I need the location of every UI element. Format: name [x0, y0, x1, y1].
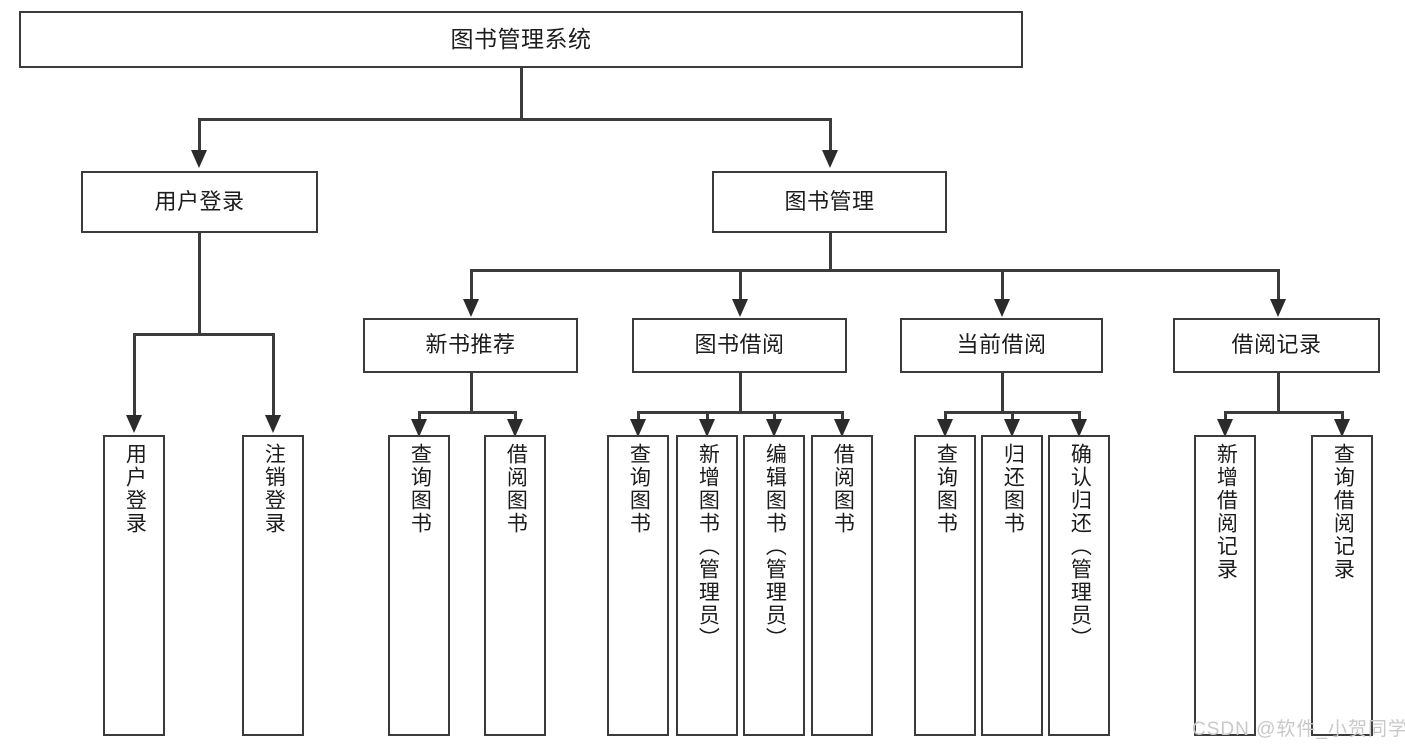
leaf-query-book-rec[interactable]: 查询图书 [388, 435, 450, 736]
node-book-borrowing[interactable]: 图书借阅 [632, 318, 847, 373]
node-user-login[interactable]: 用户登录 [81, 171, 318, 233]
node-label: 新书推荐 [425, 332, 516, 358]
arrow-down-icon [1004, 419, 1020, 437]
node-label: 查询图书 [408, 443, 432, 535]
node-borrowing-record[interactable]: 借阅记录 [1173, 318, 1380, 373]
edge-drop-current-borrow [1001, 269, 1004, 303]
leaf-add-borrow-record[interactable]: 新增借阅记录 [1194, 435, 1256, 736]
node-label: 新增图书（管理员） [696, 443, 720, 650]
edge-drop-leaf [1341, 411, 1344, 424]
edge-drop-leaf [944, 411, 947, 424]
arrow-down-icon [507, 419, 523, 437]
edge-new-book-rec-stem [470, 373, 473, 413]
node-label: 图书借阅 [694, 332, 785, 358]
edge-drop-leaf [514, 411, 517, 424]
node-label: 归还图书 [1001, 443, 1025, 535]
node-label: 查询图书 [627, 443, 651, 535]
node-label: 用户登录 [123, 443, 147, 535]
node-label: 新增借阅记录 [1214, 443, 1238, 581]
edge-drop-user-login [198, 118, 201, 154]
node-label: 图书管理系统 [450, 25, 592, 52]
arrow-down-icon [937, 419, 953, 437]
edge-drop-leaf [418, 411, 421, 424]
edge-drop-book-management [829, 118, 832, 154]
leaf-edit-book-admin[interactable]: 编辑图书（管理员） [743, 435, 805, 736]
arrow-down-icon [822, 150, 838, 168]
leaf-query-book-current[interactable]: 查询图书 [914, 435, 976, 736]
arrow-down-icon [463, 299, 479, 317]
node-label: 查询图书 [934, 443, 958, 535]
edge-book-borrow-bar [637, 411, 843, 414]
edge-new-book-rec-bar [418, 411, 516, 414]
leaf-return-book[interactable]: 归还图书 [981, 435, 1043, 736]
leaf-add-book-admin[interactable]: 新增图书（管理员） [676, 435, 738, 736]
edge-drop-leaf [1078, 411, 1081, 424]
arrow-down-icon [1334, 419, 1350, 437]
node-label: 图书管理 [784, 188, 875, 214]
edge-borrow-record-stem [1277, 373, 1280, 413]
leaf-query-book-borrow[interactable]: 查询图书 [607, 435, 669, 736]
edge-drop-leaf [773, 411, 776, 424]
arrow-down-icon [1217, 419, 1233, 437]
edge-drop-leaf-user-login [133, 333, 136, 419]
arrow-down-icon [411, 419, 427, 437]
edge-drop-book-borrow [739, 269, 742, 303]
edge-root-stem [520, 68, 523, 118]
node-label: 借阅图书 [831, 443, 855, 535]
edge-drop-leaf-logout [272, 333, 275, 419]
edge-user-login-bar [133, 333, 275, 336]
node-label: 借阅记录 [1231, 332, 1322, 358]
edge-book-management-stem [829, 233, 832, 271]
node-label: 用户登录 [154, 188, 245, 214]
arrow-down-icon [732, 299, 748, 317]
arrow-down-icon [699, 419, 715, 437]
edge-drop-borrow-record [1277, 269, 1280, 303]
edge-drop-new-book-rec [470, 269, 473, 303]
leaf-borrow-book[interactable]: 借阅图书 [811, 435, 873, 736]
node-label: 当前借阅 [956, 332, 1047, 358]
node-label: 借阅图书 [504, 443, 528, 535]
edge-borrow-record-bar [1224, 411, 1341, 414]
edge-book-borrow-stem [739, 373, 742, 413]
edge-drop-leaf [706, 411, 709, 424]
edge-user-login-stem [198, 233, 201, 335]
node-label: 确认归还（管理员） [1068, 443, 1092, 650]
edge-level2-bar [470, 269, 1279, 272]
arrow-down-icon [834, 419, 850, 437]
edge-current-borrow-stem [1001, 373, 1004, 413]
leaf-user-login[interactable]: 用户登录 [103, 435, 165, 736]
arrow-down-icon [1071, 419, 1087, 437]
leaf-borrow-book-rec[interactable]: 借阅图书 [484, 435, 546, 736]
node-label: 编辑图书（管理员） [763, 443, 787, 650]
edge-level1-bar [198, 118, 832, 121]
node-current-borrowing[interactable]: 当前借阅 [900, 318, 1103, 373]
watermark: CSDN @软件_小贺同学 [1192, 719, 1405, 740]
edge-drop-leaf [637, 411, 640, 424]
arrow-down-icon [994, 299, 1010, 317]
node-label: 查询借阅记录 [1331, 443, 1355, 581]
arrow-down-icon [1270, 299, 1286, 317]
arrow-down-icon [630, 419, 646, 437]
edge-drop-leaf [1011, 411, 1014, 424]
arrow-down-icon [126, 415, 142, 433]
leaf-query-borrow-record[interactable]: 查询借阅记录 [1311, 435, 1373, 736]
node-label: 注销登录 [262, 443, 286, 535]
leaf-logout[interactable]: 注销登录 [242, 435, 304, 736]
node-root-book-management-system[interactable]: 图书管理系统 [19, 11, 1023, 68]
node-book-management[interactable]: 图书管理 [712, 171, 947, 233]
arrow-down-icon [265, 415, 281, 433]
edge-drop-leaf [1224, 411, 1227, 424]
node-new-book-recommendation[interactable]: 新书推荐 [363, 318, 578, 373]
edge-drop-leaf [841, 411, 844, 424]
arrow-down-icon [191, 150, 207, 168]
leaf-confirm-return-admin[interactable]: 确认归还（管理员） [1048, 435, 1110, 736]
arrow-down-icon [766, 419, 782, 437]
